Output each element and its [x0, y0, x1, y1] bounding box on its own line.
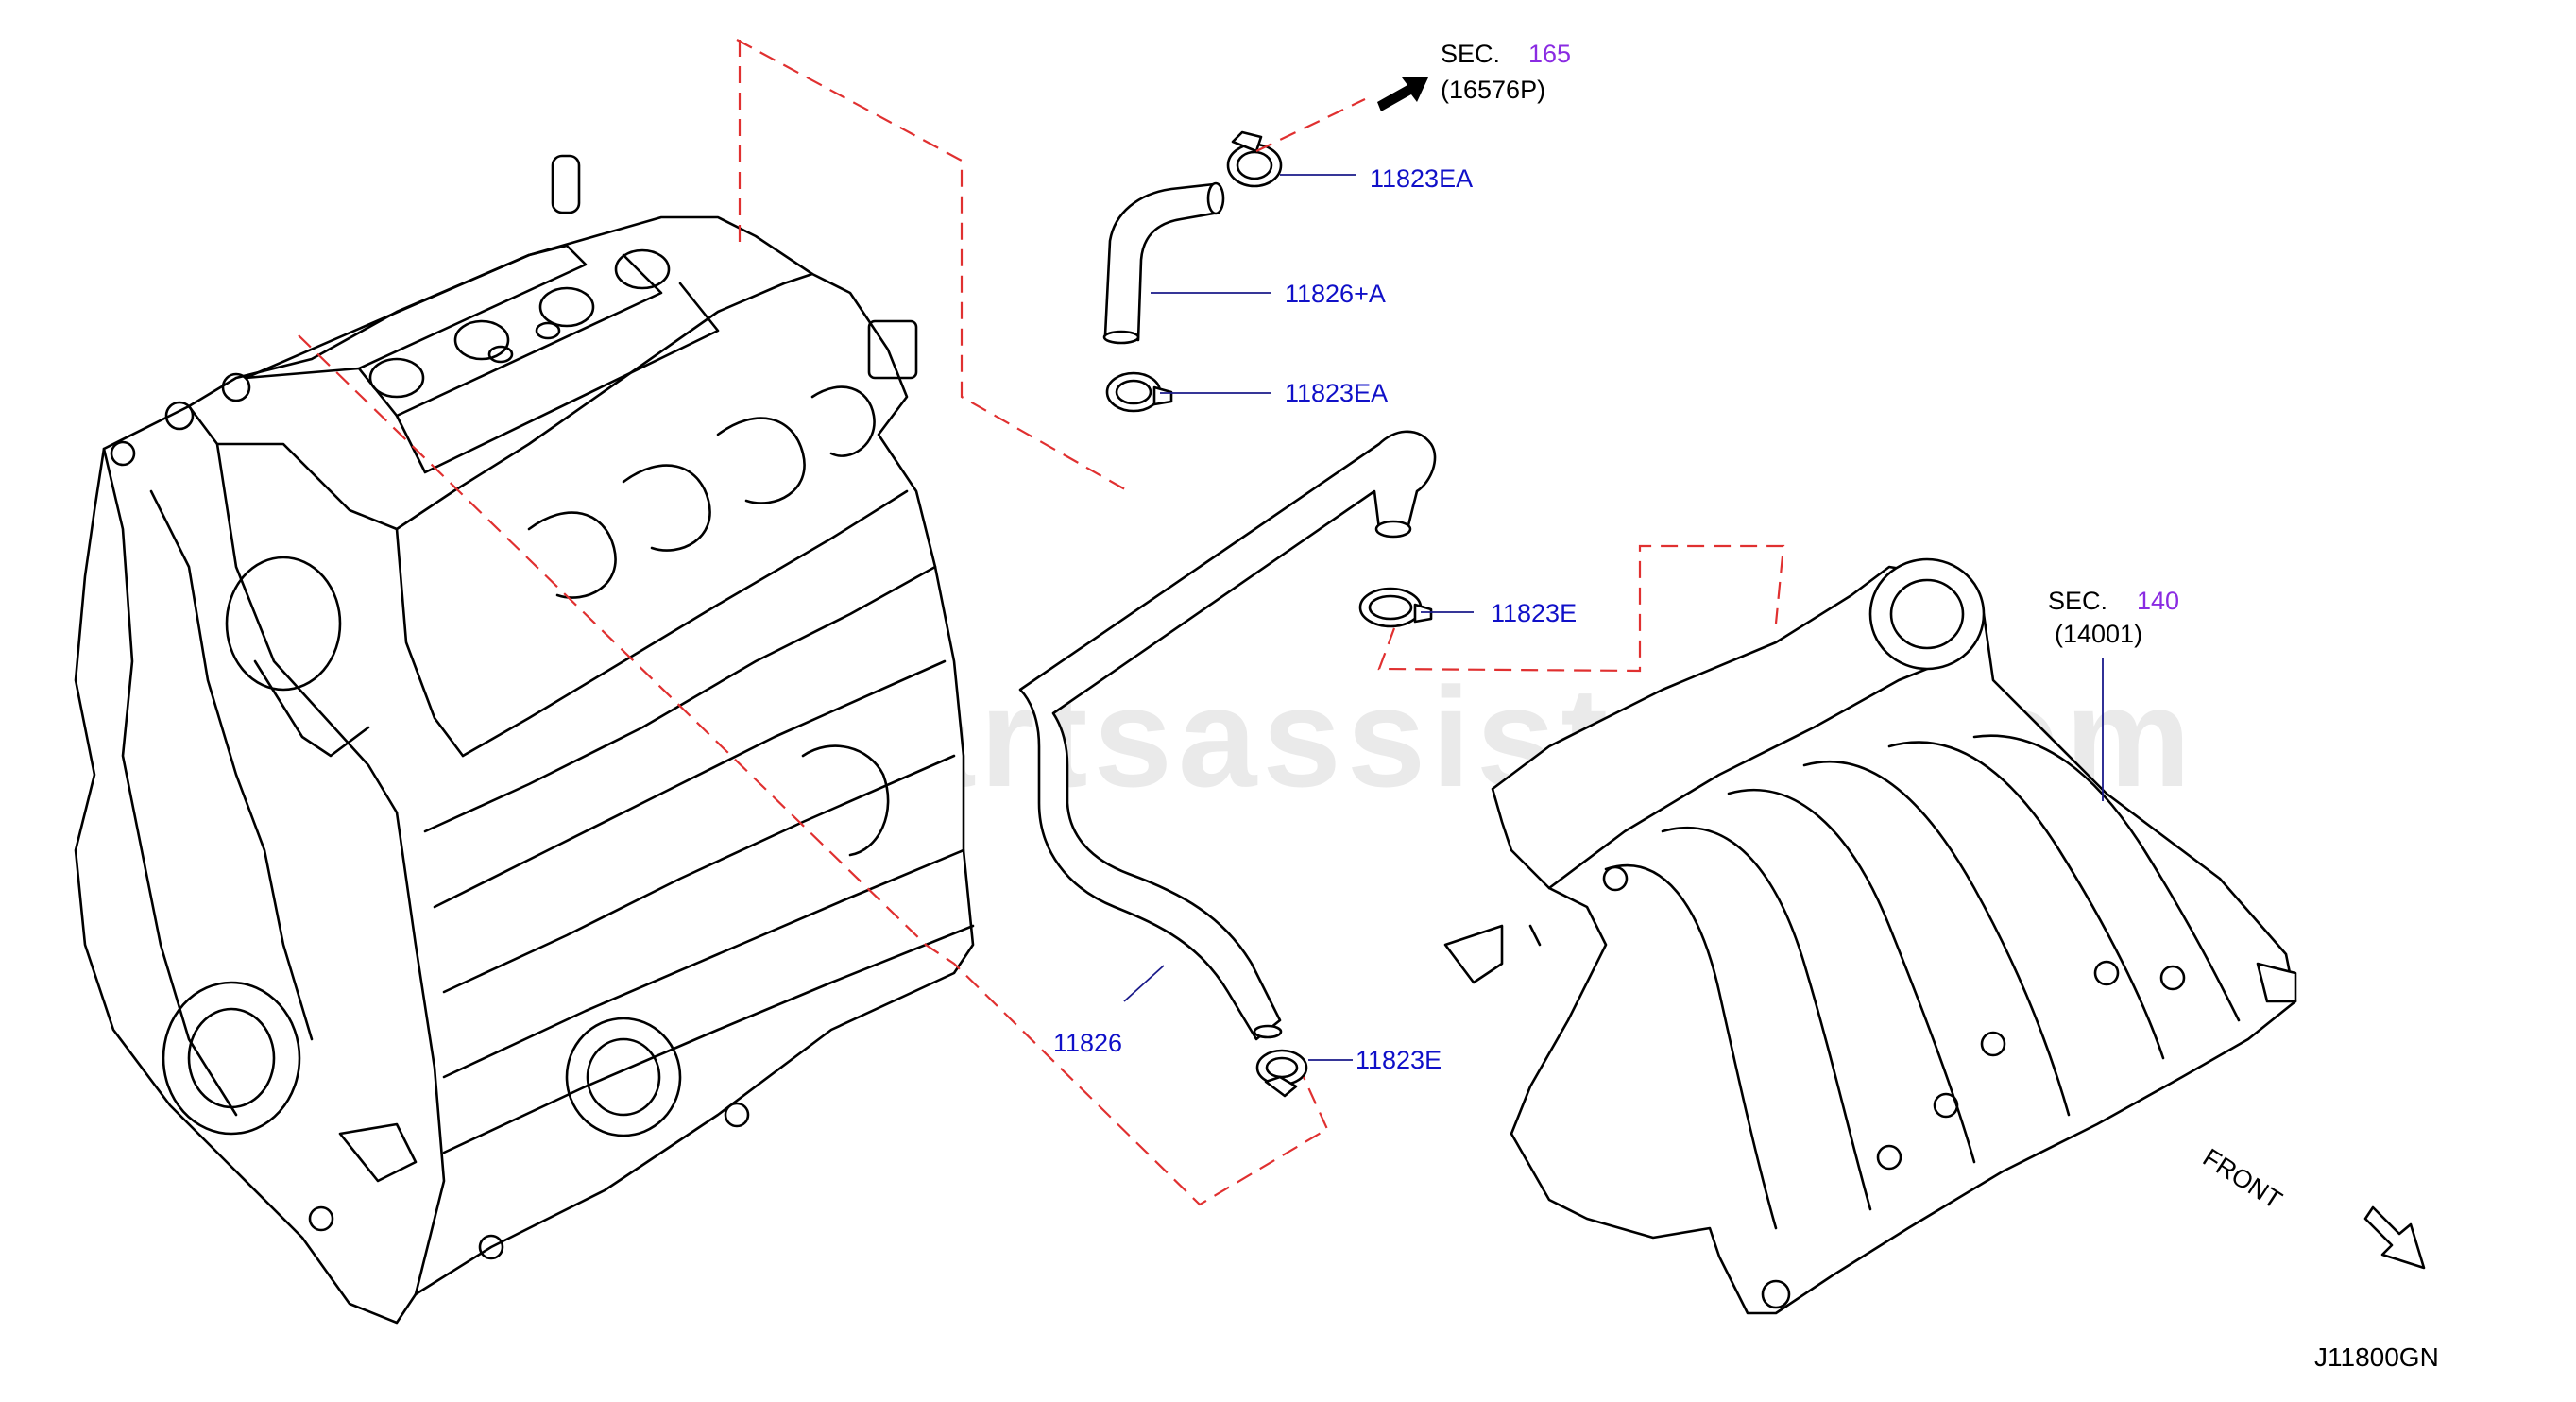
phantom-lines [298, 39, 1785, 1206]
part-clamp-mid[interactable]: 11823EA [1285, 379, 1388, 407]
part-clamp-e-lower[interactable]: 11823E [1356, 1046, 1442, 1074]
sec-140-sub: (14001) [2055, 620, 2142, 648]
sec-140-prefix: SEC. [2048, 587, 2107, 615]
hose-elbow-11826a [1103, 182, 1220, 342]
sec-165-prefix: SEC. [1441, 40, 1500, 68]
front-label: FRONT [2198, 1143, 2287, 1215]
diagram-id: J11800GN [2314, 1342, 2439, 1372]
part-hose-elbow[interactable]: 11826+A [1285, 280, 1386, 308]
clamp-11823e-lower [1255, 1049, 1308, 1098]
part-hose-long[interactable]: 11826 [1053, 1029, 1122, 1057]
front-arrow-icon [2363, 1205, 2426, 1270]
clamp-11823e-upper [1358, 587, 1433, 628]
sec-165-sub: (16576P) [1441, 76, 1545, 104]
sec-165-number[interactable]: 165 [1528, 40, 1571, 68]
engine-assembly [74, 154, 975, 1325]
hose-long-11826 [1018, 430, 1437, 1041]
sec-165-arrow-icon [1377, 77, 1428, 111]
clamp-11823ea-mid [1105, 371, 1173, 413]
sec-140-number[interactable]: 140 [2137, 587, 2179, 615]
part-clamp-top[interactable]: 11823EA [1370, 164, 1473, 193]
clamp-11823ea-top [1226, 130, 1283, 188]
intake-manifold [1443, 557, 2297, 1315]
part-clamp-e-upper[interactable]: 11823E [1491, 599, 1577, 627]
leader-lines [1123, 174, 2104, 1061]
